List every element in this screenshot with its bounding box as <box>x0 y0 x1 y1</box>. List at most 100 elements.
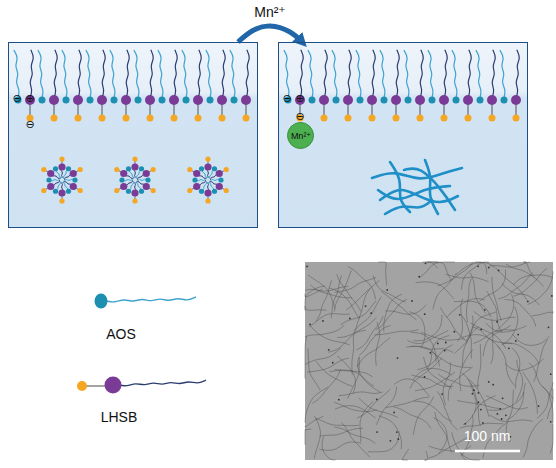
ammonium-head <box>47 170 54 177</box>
aos-head <box>429 97 436 104</box>
tem-speck <box>459 314 461 316</box>
surfactant-tail <box>246 50 249 98</box>
manganese-ion: Mn²⁺ <box>287 122 314 149</box>
micelle-filament <box>454 316 473 354</box>
tem-speck <box>418 276 420 278</box>
micelle-filament <box>348 267 375 300</box>
micelle-filament <box>454 301 491 317</box>
scale-label: 100 nm <box>464 429 511 443</box>
aos-sample-tail <box>106 297 196 302</box>
tem-speck <box>437 343 439 345</box>
ammonium-head <box>193 170 200 177</box>
aos-head <box>199 166 204 171</box>
micelle-filament <box>402 449 409 460</box>
sulfonate-head <box>78 167 83 172</box>
sulfonate-head <box>489 115 496 122</box>
legend-entry: LHSB <box>101 409 138 425</box>
spherical-micelle <box>41 156 83 203</box>
aos-head <box>46 177 51 182</box>
micelle-filament <box>478 344 481 389</box>
sulfonate-head <box>205 156 210 161</box>
tem-speck <box>425 262 427 264</box>
charge-sign: ⊕ <box>25 93 34 104</box>
surfactant-tail <box>308 50 313 98</box>
micelle-filament <box>489 262 530 267</box>
sulfonate-head <box>171 115 178 122</box>
tem-speck <box>397 438 399 440</box>
micelle-filament <box>475 262 487 274</box>
micelle-filament <box>329 371 372 377</box>
tem-speck <box>551 295 553 297</box>
micelle-filament <box>340 301 376 325</box>
sulfonate-head <box>123 115 130 122</box>
aos-head <box>501 97 508 104</box>
micelle-filament <box>385 305 426 315</box>
sulfonate-head <box>151 188 156 193</box>
micelle-filament <box>305 387 328 422</box>
micelle-filament <box>359 398 398 418</box>
sulfonate-head <box>224 167 229 172</box>
micelle-filament <box>413 315 441 341</box>
ammonium-head <box>145 95 155 105</box>
wormlike-micelle <box>404 169 455 211</box>
tem-speck <box>480 409 482 411</box>
surfactant-tail <box>126 50 129 98</box>
tem-speck <box>505 414 507 416</box>
ion-label: Mn²⁺ <box>291 132 311 141</box>
tem-speck <box>477 265 479 267</box>
wormlike-micelle <box>385 200 432 214</box>
tem-speck <box>464 423 466 425</box>
tem-speck <box>492 384 494 386</box>
micelle-filament <box>512 334 549 346</box>
micelle-filament <box>463 396 495 425</box>
surfactant-monolayer <box>14 50 251 122</box>
ammonium-head <box>49 95 59 105</box>
micelle-filament <box>360 402 373 442</box>
tem-micrograph: 100 nm <box>305 262 553 460</box>
aos-head <box>231 97 238 104</box>
tem-speck <box>473 389 475 391</box>
tem-speck <box>550 373 552 375</box>
aos-head <box>139 189 144 194</box>
surfactant-tail <box>102 50 105 98</box>
tem-speck <box>498 269 500 271</box>
tem-speck <box>322 320 324 322</box>
micelle-filament <box>431 351 471 368</box>
surfactant-tail <box>476 50 481 98</box>
ammonium-head <box>70 183 77 190</box>
micelle-filament <box>335 427 376 443</box>
surfactant-tail <box>62 50 67 98</box>
tem-speck <box>411 300 413 302</box>
surfactant-tail <box>380 50 385 98</box>
sulfonate-head <box>59 156 64 161</box>
arrow-label: Mn²⁺ <box>254 4 286 20</box>
aos-head <box>199 189 204 194</box>
tem-speck <box>453 331 455 333</box>
aos-head <box>357 97 364 104</box>
tem-speck <box>349 318 351 320</box>
micelle-filament <box>497 346 514 386</box>
tem-speck <box>477 401 479 403</box>
micelle-filament <box>427 336 449 370</box>
lhsb-sample-sulfonate <box>77 381 87 391</box>
charge-sign: ⊖ <box>25 119 34 130</box>
micelle-filament <box>486 396 528 409</box>
tem-speck <box>508 347 510 349</box>
ammonium-head <box>415 95 425 105</box>
aos-head <box>63 97 70 104</box>
tem-speck <box>517 334 519 336</box>
micelle-filament <box>319 442 361 450</box>
ammonium-head <box>193 183 200 190</box>
micelle-filament <box>470 273 485 314</box>
tem-speck <box>548 326 550 328</box>
aos-head <box>111 97 118 104</box>
ammonium-head <box>47 183 54 190</box>
micelle-filament <box>462 327 478 367</box>
surfactant-tail <box>182 50 187 98</box>
micelle-filament <box>322 436 335 460</box>
ammonium-head <box>319 95 329 105</box>
sulfonate-head <box>321 115 328 122</box>
micelle-filament <box>379 416 402 449</box>
molecule-name: LHSB <box>101 409 138 425</box>
micelle-filament <box>457 400 501 408</box>
